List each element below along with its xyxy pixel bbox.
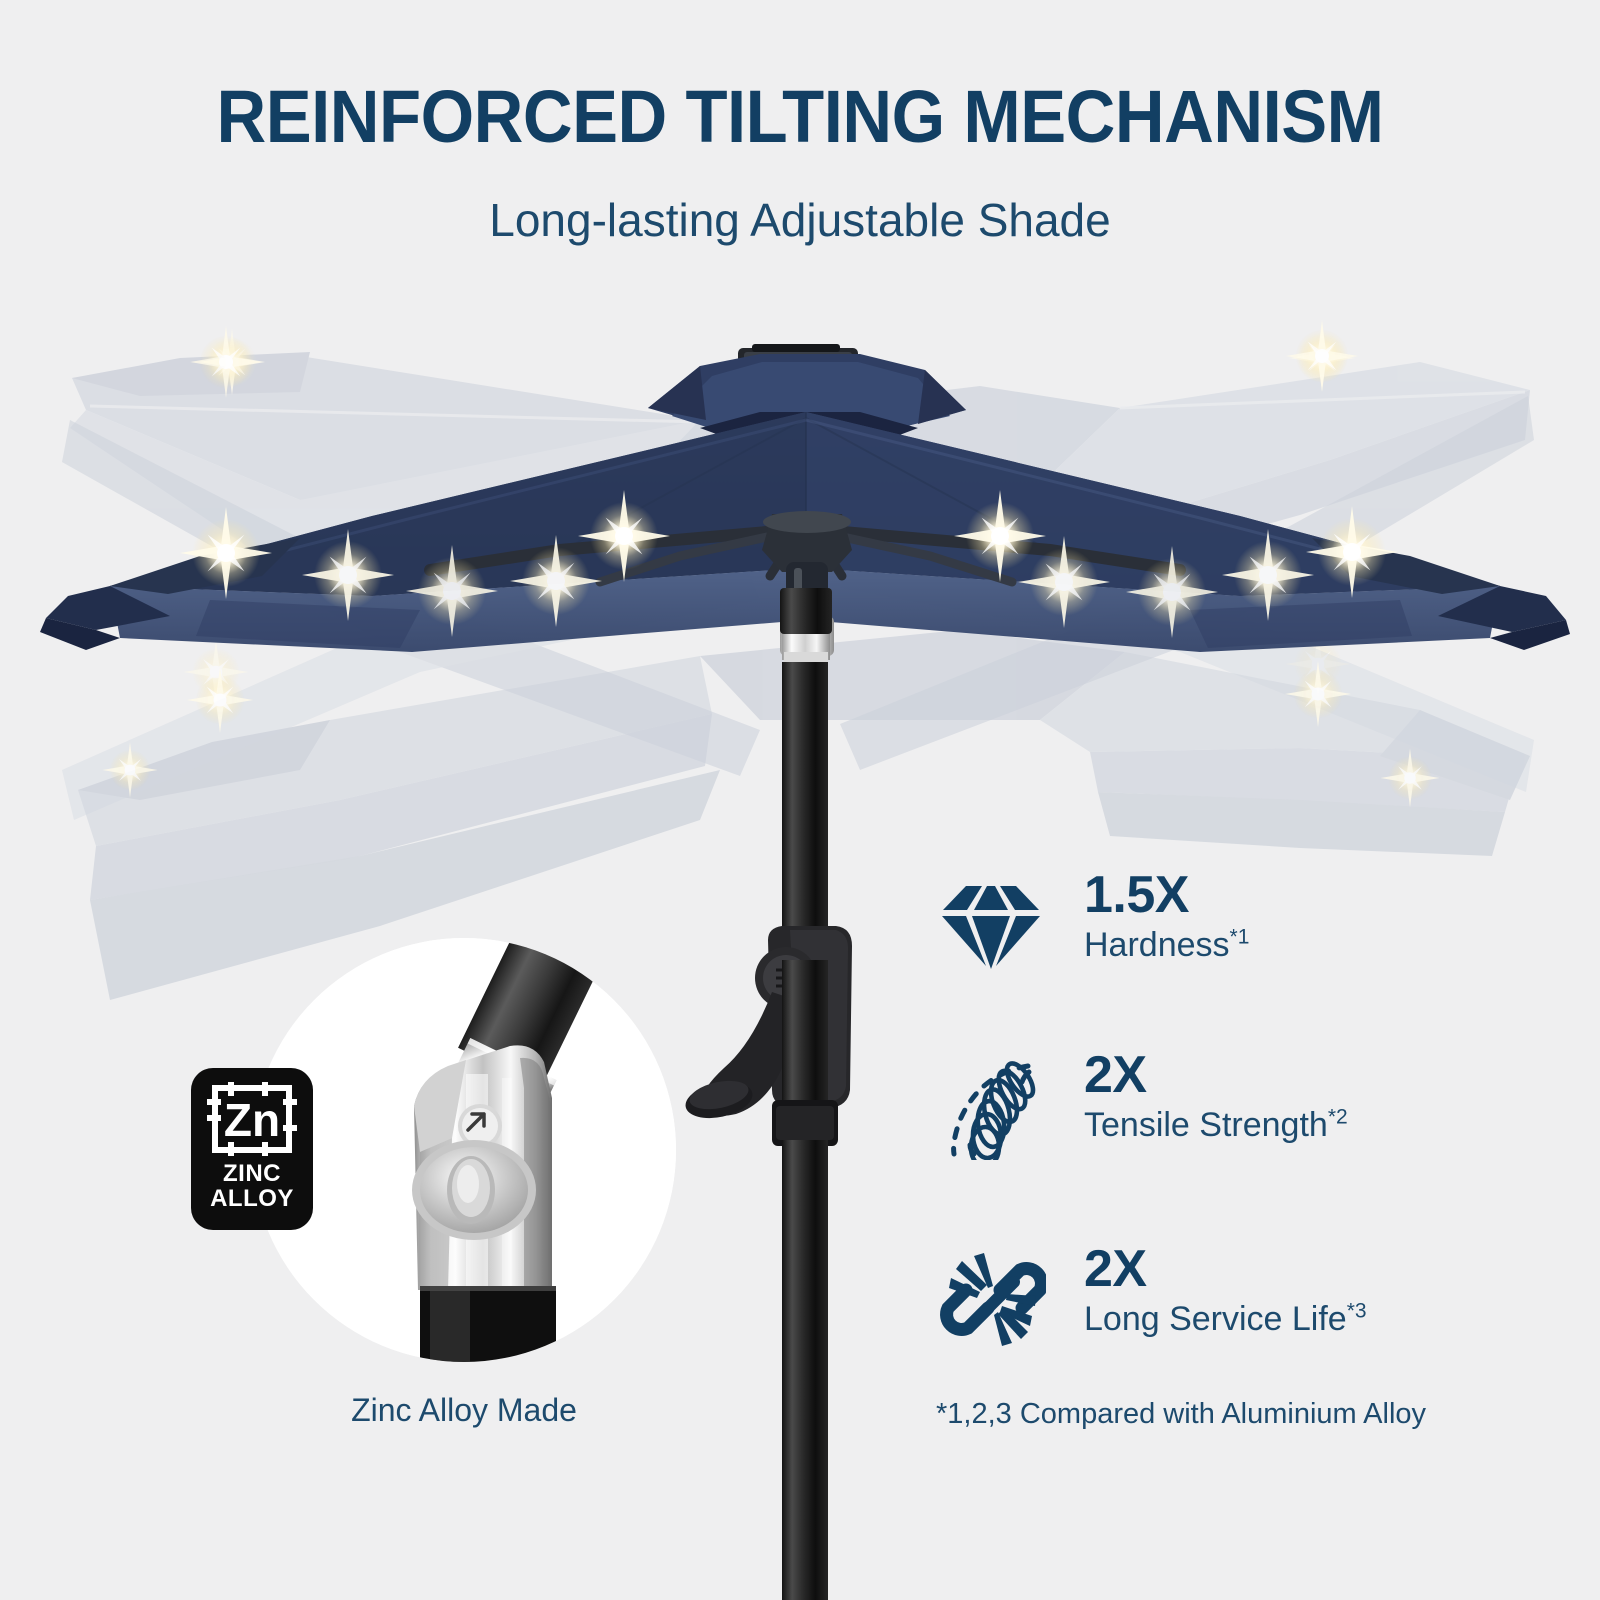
feature-tensile-strength-multiplier: 2X [1084, 1046, 1147, 1104]
feature-long-service-life-multiplier: 2X [1084, 1240, 1147, 1298]
spring-coil-icon [936, 1050, 1046, 1160]
zinc-badge-line2: ALLOY [210, 1185, 294, 1212]
feature-hardness-label: Hardness*1 [1084, 925, 1250, 964]
umbrella-hero-image [0, 300, 1600, 1600]
feature-tensile-strength-text: 2X Tensile Strength*2 [1084, 1046, 1536, 1146]
page-subtitle: Long-lasting Adjustable Shade [489, 194, 1111, 246]
page-title: REINFORCED TILTING MECHANISM [216, 75, 1384, 158]
feature-hardness-text: 1.5X Hardness*1 [1084, 866, 1536, 966]
feature-hardness-multiplier: 1.5X [1084, 866, 1189, 924]
detail-caption: Zinc Alloy Made [351, 1392, 577, 1428]
comparison-footnote: *1,2,3 Compared with Aluminium Alloy [936, 1398, 1427, 1430]
diamond-icon [936, 870, 1046, 980]
feature-long-service-life-text: 2X Long Service Life*3 [1084, 1240, 1536, 1340]
zinc-alloy-badge: Zn ZINC ALLOY [191, 1068, 313, 1230]
feature-long-service-life-label: Long Service Life*3 [1084, 1299, 1367, 1338]
zinc-alloy-detail-closeup [252, 938, 676, 1362]
feature-tensile-strength: 2X Tensile Strength*2 [936, 1046, 1536, 1174]
broken-chain-icon [936, 1244, 1046, 1354]
zinc-badge-line1: ZINC [223, 1160, 281, 1187]
umbrella-pole-upper [780, 588, 832, 962]
canopy-vent-flap [648, 354, 966, 450]
feature-tensile-strength-footnote-marker: *2 [1327, 1105, 1348, 1129]
zn-symbol-icon: Zn [207, 1082, 297, 1156]
feature-hardness-footnote-marker: *1 [1229, 925, 1250, 949]
feature-long-service-life: 2X Long Service Life*3 [936, 1240, 1536, 1368]
umbrella-pole-lower [772, 960, 838, 1600]
svg-text:Zn: Zn [224, 1094, 280, 1146]
feature-tensile-strength-label: Tensile Strength*2 [1084, 1105, 1348, 1144]
feature-long-service-life-footnote-marker: *3 [1346, 1299, 1367, 1323]
feature-hardness: 1.5X Hardness*1 [936, 866, 1536, 994]
